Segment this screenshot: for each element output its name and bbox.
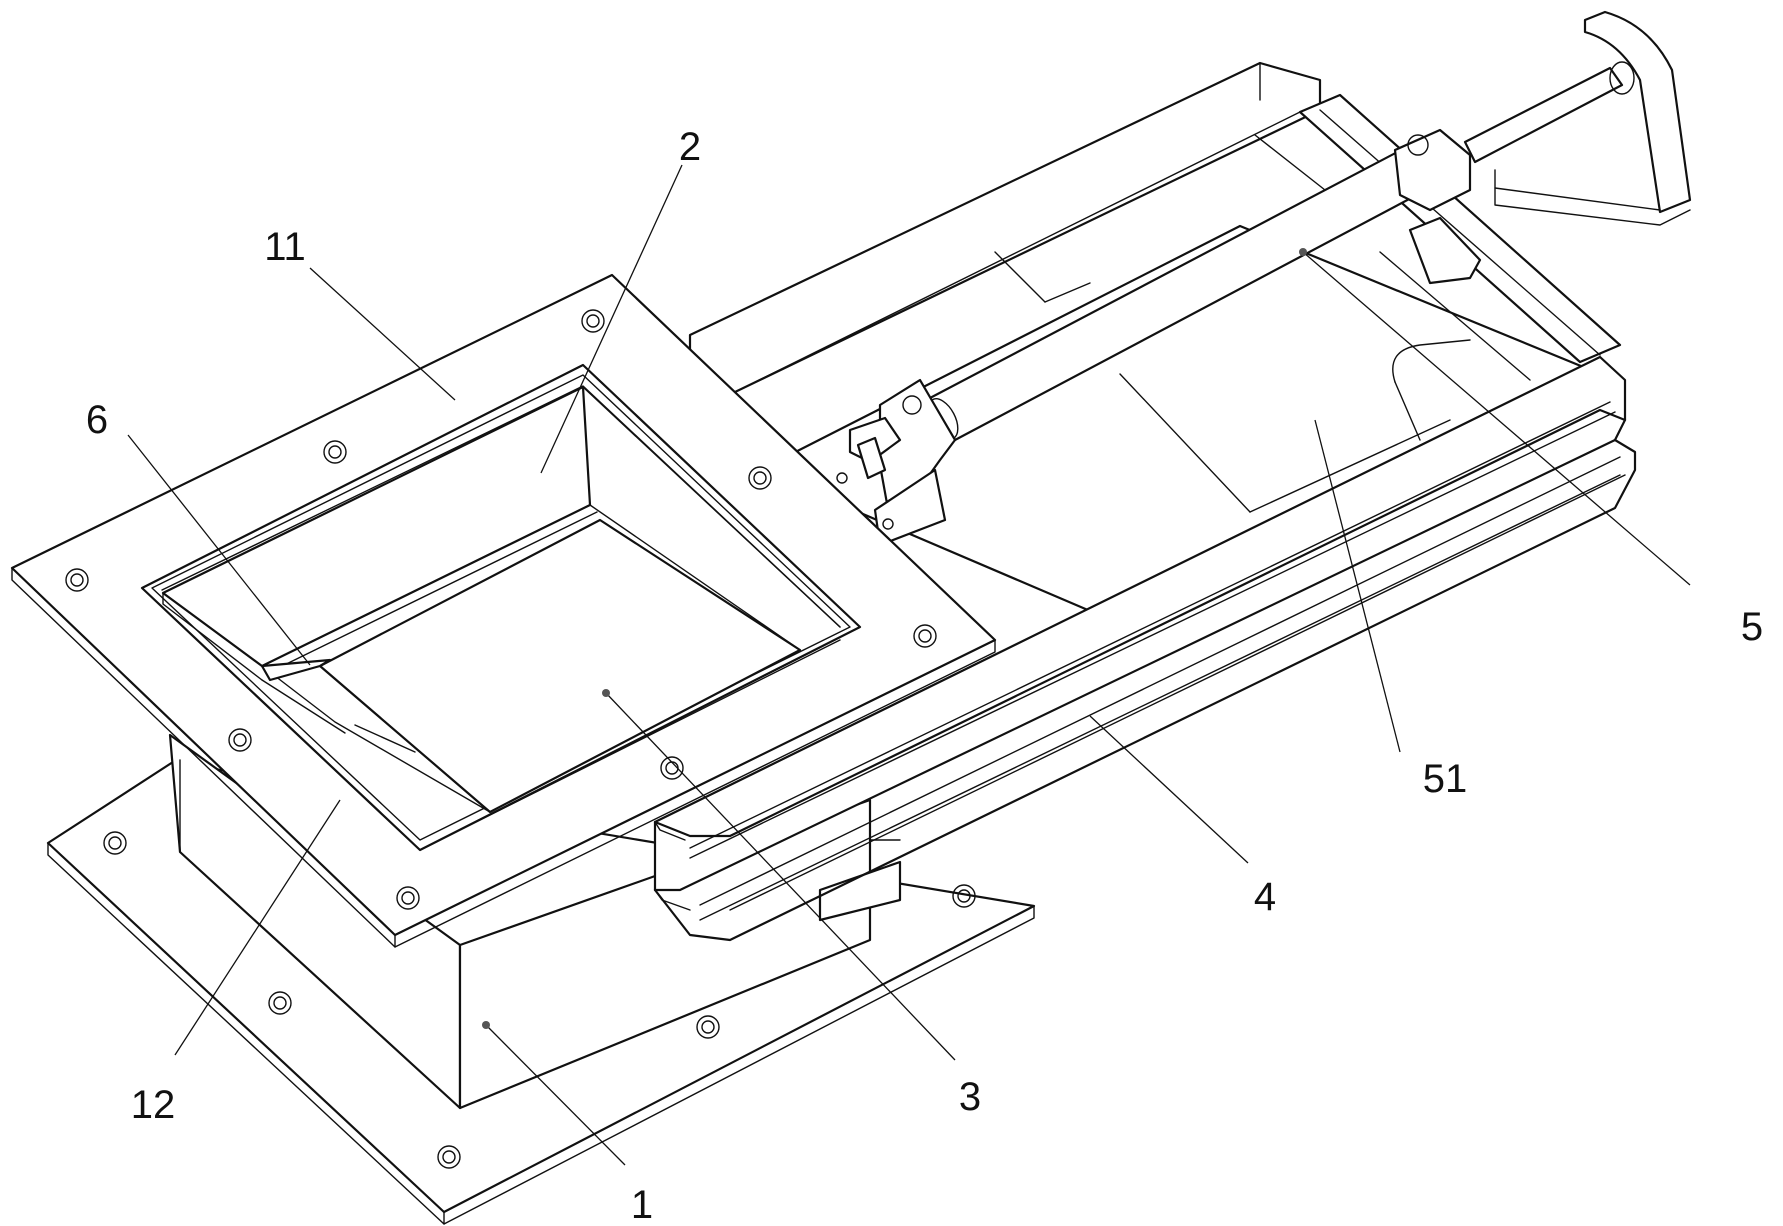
label-1: 1 bbox=[631, 1183, 653, 1226]
hopper-opening bbox=[140, 363, 862, 852]
anchor-dot-3 bbox=[602, 689, 610, 697]
guide-frame bbox=[653, 61, 1637, 942]
reference-labels: 1 2 3 4 5 6 11 12 51 bbox=[86, 125, 1763, 1226]
label-11: 11 bbox=[264, 225, 306, 269]
label-6: 6 bbox=[86, 398, 108, 442]
label-51: 51 bbox=[1423, 757, 1468, 801]
anchor-dot-5 bbox=[1299, 248, 1307, 256]
anchor-dot-1 bbox=[482, 1021, 490, 1029]
label-2: 2 bbox=[679, 125, 701, 169]
label-3: 3 bbox=[959, 1075, 981, 1119]
cylinder bbox=[836, 10, 1692, 547]
leader-lines bbox=[127, 164, 1691, 1166]
label-12: 12 bbox=[131, 1083, 176, 1127]
label-4: 4 bbox=[1254, 875, 1276, 919]
valve-body bbox=[168, 733, 902, 1110]
label-5: 5 bbox=[1741, 605, 1763, 649]
